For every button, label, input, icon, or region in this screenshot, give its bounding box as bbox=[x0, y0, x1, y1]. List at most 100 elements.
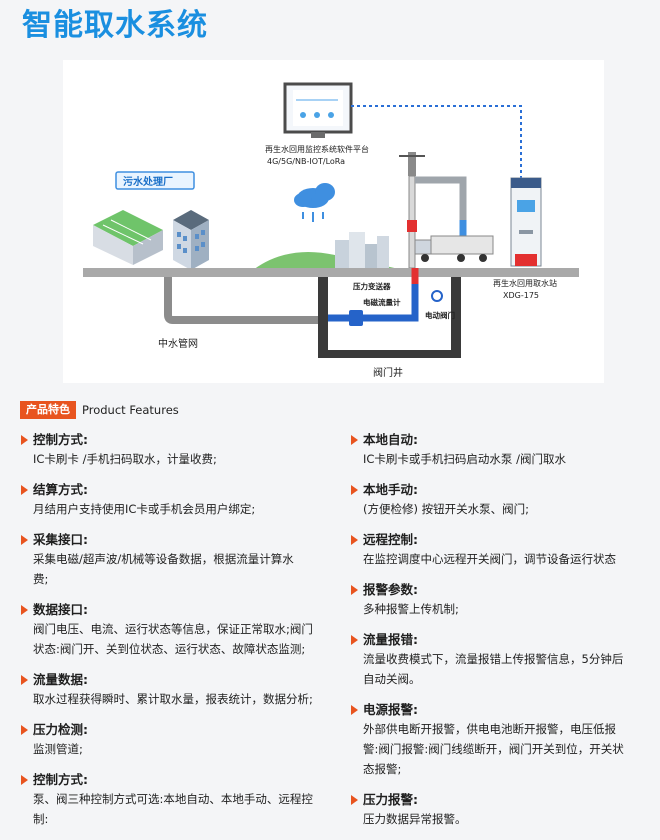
truck-icon bbox=[414, 235, 494, 262]
feature-desc-line: 态报警; bbox=[363, 762, 402, 776]
platform-label-2: 4G/5G/NB-IOT/LoRa bbox=[267, 157, 345, 166]
arrow-icon bbox=[351, 704, 358, 715]
feature-desc-line: 压力数据异常报警。 bbox=[363, 812, 467, 826]
feature-title-text: 报警参数: bbox=[363, 582, 418, 597]
features-left-column: 控制方式: IC卡刷卡 /手机扫码取水，计量收费; 结算方式: 月结用户支持使用IC卡… bbox=[20, 430, 320, 840]
feature-title: 本地自动: bbox=[350, 430, 650, 449]
feature-title: 压力检测: bbox=[20, 720, 320, 739]
feature-desc-line: 多种报警上传机制; bbox=[363, 602, 459, 616]
feature-title: 结算方式: bbox=[20, 480, 320, 499]
feature-item: 控制方式: 泵、阀三种控制方式可选:本地自动、本地手动、远程控制: bbox=[20, 770, 320, 829]
feature-desc-line: 泵、阀三种控制方式可选:本地自动、本地手动、远程控 bbox=[33, 792, 313, 806]
reclaimed-pipe bbox=[164, 277, 338, 324]
feature-desc-line: 外部供电断开报警，供电电池断开报警，电压低报 bbox=[363, 722, 616, 736]
sewage-plant-label: 污水处理厂 bbox=[123, 175, 173, 188]
arrow-icon bbox=[21, 724, 28, 735]
feature-desc-line: 月结用户支持使用IC卡或手机会员用户绑定; bbox=[33, 502, 256, 516]
feature-desc-line: 流量收费模式下，流量报错上传报警信息，5分钟后 bbox=[363, 652, 624, 666]
electric-valve-label: 电动阀门 bbox=[425, 310, 455, 320]
building-icon bbox=[173, 210, 209, 270]
pipe-network-label: 中水管网 bbox=[158, 337, 198, 350]
feature-item: 报警参数: 多种报警上传机制; bbox=[350, 580, 650, 619]
feature-title: 远程控制: bbox=[350, 530, 650, 549]
pressure-transmitter-label: 压力变送器 bbox=[353, 281, 391, 291]
arrow-icon bbox=[351, 634, 358, 645]
product-features-header: 产品特色 Product Features bbox=[20, 401, 179, 419]
feature-title: 压力报警: bbox=[350, 790, 650, 809]
valve-icon bbox=[431, 290, 443, 302]
feature-title-text: 采集接口: bbox=[33, 532, 88, 547]
arrow-icon bbox=[351, 534, 358, 545]
feature-desc-line: IC卡刷卡 /手机扫码取水，计量收费; bbox=[33, 452, 217, 466]
monitor-icon bbox=[283, 82, 353, 138]
feature-title-text: 控制方式: bbox=[33, 432, 88, 447]
signal-line bbox=[351, 105, 522, 180]
treatment-tank-icon bbox=[93, 210, 163, 265]
feature-title: 流量报错: bbox=[350, 630, 650, 649]
feature-desc-line: 阀门电压、电流、运行状态等信息，保证正常取水;阀门 bbox=[33, 622, 313, 636]
feature-desc-line: (方便检修) 按钮开关水泵、阀门; bbox=[363, 502, 530, 516]
feature-desc-line: 制: bbox=[33, 812, 49, 826]
sewage-plant-tag: 污水处理厂 bbox=[115, 171, 195, 190]
feature-title: 控制方式: bbox=[20, 770, 320, 789]
feature-title-text: 本地手动: bbox=[363, 482, 418, 497]
page-title: 智能取水系统 bbox=[22, 8, 208, 43]
arrow-icon bbox=[351, 584, 358, 595]
em-flowmeter-label: 电磁流量计 bbox=[363, 297, 401, 307]
feature-title: 控制方式: bbox=[20, 430, 320, 449]
ground bbox=[83, 268, 579, 277]
arrow-icon bbox=[21, 674, 28, 685]
arrow-icon bbox=[351, 484, 358, 495]
product-features-badge: 产品特色 bbox=[20, 401, 76, 419]
feature-item: 结算方式: 月结用户支持使用IC卡或手机会员用户绑定; bbox=[20, 480, 320, 519]
feature-item: 压力报警: 压力数据异常报警。 bbox=[350, 790, 650, 829]
feature-item: 数据接口: 阀门电压、电流、运行状态等信息，保证正常取水;阀门状态:阀门开、关到位… bbox=[20, 600, 320, 659]
station-label-2: XDG-175 bbox=[503, 291, 539, 300]
feature-item: 采集接口:采集电磁/超声波/机械等设备数据，根据流量计算水费; bbox=[20, 530, 320, 589]
feature-title: 流量数据: bbox=[20, 670, 320, 689]
feature-title-text: 本地自动: bbox=[363, 432, 418, 447]
feature-title: 报警参数: bbox=[350, 580, 650, 599]
feature-desc-line: 在监控调度中心远程开关阀门，调节设备运行状态 bbox=[363, 552, 616, 566]
feature-title-text: 结算方式: bbox=[33, 482, 88, 497]
feature-title: 采集接口: bbox=[20, 530, 320, 549]
water-station-icon bbox=[510, 177, 542, 267]
feature-title: 电源报警: bbox=[350, 700, 650, 719]
feature-item: 流量报错:流量收费模式下，流量报错上传报警信息，5分钟后自动关阀。 bbox=[350, 630, 650, 689]
feature-item: 本地自动: IC卡刷卡或手机扫码启动水泵 /阀门取水 bbox=[350, 430, 650, 469]
feature-item: 本地手动: (方便检修) 按钮开关水泵、阀门; bbox=[350, 480, 650, 519]
feature-item: 电源报警: 外部供电断开报警，供电电池断开报警，电压低报警:阀门报警:阀门线缆断开… bbox=[350, 700, 650, 779]
arrow-icon bbox=[21, 774, 28, 785]
feature-title-text: 流量数据: bbox=[33, 672, 88, 687]
feature-title: 本地手动: bbox=[350, 480, 650, 499]
feature-item: 控制方式: IC卡刷卡 /手机扫码取水，计量收费; bbox=[20, 430, 320, 469]
feature-title: 数据接口: bbox=[20, 600, 320, 619]
feature-desc-line: 监测管道; bbox=[33, 742, 83, 756]
valve-well-label: 阀门井 bbox=[373, 366, 403, 379]
arrow-icon bbox=[21, 434, 28, 445]
feature-item: 压力检测: 监测管道; bbox=[20, 720, 320, 759]
features-right-column: 本地自动: IC卡刷卡或手机扫码启动水泵 /阀门取水本地手动: (方便检修) 按钮开… bbox=[350, 430, 650, 840]
valve-well bbox=[318, 277, 461, 358]
feature-desc-line: 警:阀门报警:阀门线缆断开，阀门开关到位，开关状 bbox=[363, 742, 624, 756]
feature-desc-line: 取水过程获得瞬时、累计取水量，报表统计，数据分析; bbox=[33, 692, 313, 706]
arrow-icon bbox=[21, 534, 28, 545]
feature-title-text: 远程控制: bbox=[363, 532, 418, 547]
station-label-1: 再生水回用取水站 bbox=[493, 278, 557, 288]
feature-title-text: 控制方式: bbox=[33, 772, 88, 787]
feature-title-text: 数据接口: bbox=[33, 602, 88, 617]
arrow-icon bbox=[351, 434, 358, 445]
flowmeter-icon bbox=[349, 310, 363, 326]
arrow-icon bbox=[351, 794, 358, 805]
arrow-icon bbox=[21, 604, 28, 615]
feature-item: 流量数据: 取水过程获得瞬时、累计取水量，报表统计，数据分析; bbox=[20, 670, 320, 709]
feature-desc-line: IC卡刷卡或手机扫码启动水泵 /阀门取水 bbox=[363, 452, 566, 466]
cloud-icon bbox=[294, 183, 335, 222]
feature-desc-line: 费; bbox=[33, 572, 49, 586]
feature-title-text: 流量报错: bbox=[363, 632, 418, 647]
city-icon bbox=[335, 232, 389, 268]
feature-item: 远程控制: 在监控调度中心远程开关阀门，调节设备运行状态 bbox=[350, 530, 650, 569]
feature-desc-line: 状态:阀门开、关到位状态、运行状态、故障状态监测; bbox=[33, 642, 306, 656]
system-diagram: 再生水回用监控系统软件平台 4G/5G/NB-IOT/LoRa 污水处理厂 bbox=[63, 60, 604, 383]
product-features-en: Product Features bbox=[82, 403, 179, 417]
